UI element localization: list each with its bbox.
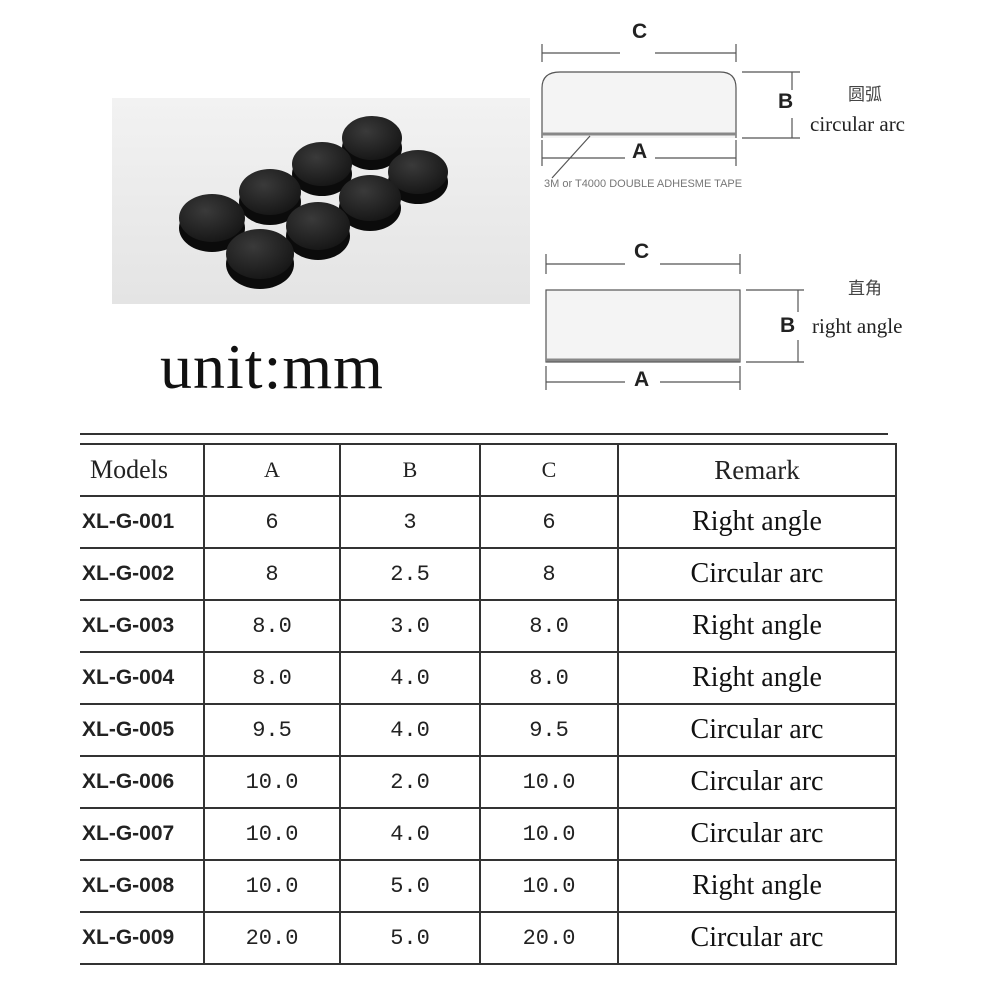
cell-a: 8.0 [203,599,341,653]
cell-a: 6 [203,495,341,549]
cell-remark: Circular arc [617,911,897,965]
dimension-diagrams: C B A 圆弧 circular arc 3M or T4000 DOUBLE… [530,18,950,398]
cell-b: 3.0 [339,599,481,653]
arc-dimension-b: B [778,90,794,113]
arc-dimension-c: C [632,20,648,43]
right-dimension-c: C [634,240,650,263]
cell-remark: Circular arc [617,703,897,757]
cell-c: 10.0 [479,807,619,861]
cell-remark: Right angle [617,599,897,653]
header-a: A [203,443,341,497]
diagram-drawing [541,44,804,390]
rubber-feet-illustration [179,116,448,289]
table-row: XL-G-006 10.0 2.0 10.0 Circular arc [80,755,897,809]
cell-a: 9.5 [203,703,341,757]
cell-c: 8.0 [479,651,619,705]
cell-a: 8.0 [203,651,341,705]
cell-b: 5.0 [339,911,481,965]
table-row: XL-G-008 10.0 5.0 10.0 Right angle [80,859,897,913]
right-chinese-label: 直角 [848,279,882,298]
table-row: XL-G-002 8 2.5 8 Circular arc [80,547,897,601]
header-remark: Remark [617,443,897,497]
rubber-foot-group [179,116,448,289]
cell-model: XL-G-007 [80,807,205,861]
cell-model: XL-G-001 [80,495,205,549]
table-row: XL-G-007 10.0 4.0 10.0 Circular arc [80,807,897,861]
tape-note: 3M or T4000 DOUBLE ADHESME TAPE [544,178,743,190]
arc-profile-drawing [541,44,800,179]
cell-c: 8 [479,547,619,601]
cell-b: 4.0 [339,651,481,705]
cell-remark: Right angle [617,859,897,913]
cell-c: 6 [479,495,619,549]
header-c: C [479,443,619,497]
cell-remark: Circular arc [617,807,897,861]
table-row: XL-G-005 9.5 4.0 9.5 Circular arc [80,703,897,757]
arc-dimension-a: A [632,140,648,163]
cell-c: 20.0 [479,911,619,965]
cell-a: 10.0 [203,755,341,809]
cell-b: 4.0 [339,703,481,757]
product-photo [112,98,530,304]
right-dimension-b: B [780,314,796,337]
cell-c: 9.5 [479,703,619,757]
spec-table: Models A B C Remark XL-G-001 6 3 6 Right… [80,443,897,965]
cell-remark: Circular arc [617,547,897,601]
cell-model: XL-G-004 [80,651,205,705]
cell-c: 10.0 [479,755,619,809]
table-row: XL-G-001 6 3 6 Right angle [80,495,897,549]
cell-a: 8 [203,547,341,601]
cell-b: 2.0 [339,755,481,809]
cell-a: 20.0 [203,911,341,965]
unit-label: unit:mm [160,331,384,402]
right-dimension-a: A [634,368,650,391]
cell-model: XL-G-005 [80,703,205,757]
table-top-rule [80,433,888,435]
table-header-row: Models A B C Remark [80,443,897,497]
header-models: Models [80,443,205,497]
cell-b: 3 [339,495,481,549]
right-english-label: right angle [812,314,903,338]
cell-c: 8.0 [479,599,619,653]
header-b: B [339,443,481,497]
table-row: XL-G-009 20.0 5.0 20.0 Circular arc [80,911,897,965]
cell-a: 10.0 [203,807,341,861]
right-angle-profile-drawing [545,254,804,390]
cell-b: 2.5 [339,547,481,601]
cell-b: 4.0 [339,807,481,861]
table-row: XL-G-003 8.0 3.0 8.0 Right angle [80,599,897,653]
cell-b: 5.0 [339,859,481,913]
cell-remark: Circular arc [617,755,897,809]
arc-chinese-label: 圆弧 [848,85,882,104]
cell-remark: Right angle [617,495,897,549]
table-row: XL-G-004 8.0 4.0 8.0 Right angle [80,651,897,705]
cell-model: XL-G-008 [80,859,205,913]
cell-model: XL-G-002 [80,547,205,601]
cell-model: XL-G-009 [80,911,205,965]
arc-english-label: circular arc [810,112,906,136]
cell-model: XL-G-003 [80,599,205,653]
cell-model: XL-G-006 [80,755,205,809]
cell-c: 10.0 [479,859,619,913]
cell-a: 10.0 [203,859,341,913]
cell-remark: Right angle [617,651,897,705]
